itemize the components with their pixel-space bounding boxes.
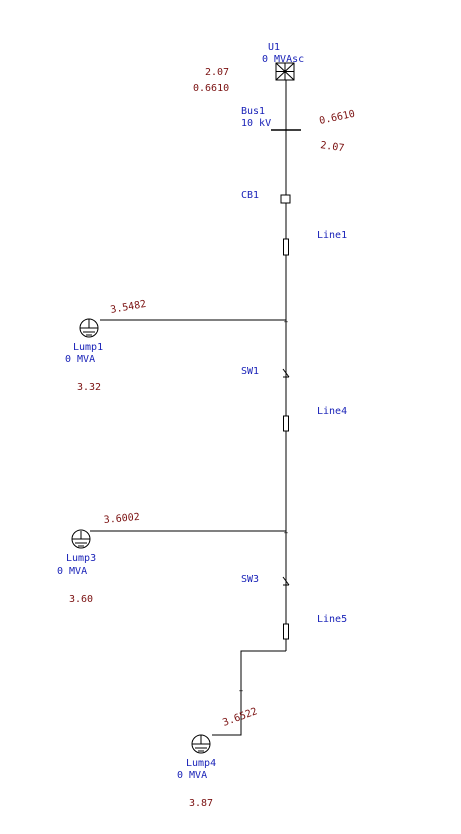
lump1-rating: 0 MVA: [65, 354, 95, 365]
switch-label-sw3: SW3: [241, 574, 259, 585]
lump3-rating: 0 MVA: [57, 566, 87, 577]
bus-value-2: 2.07: [320, 140, 345, 154]
lump4-feeder-wire: [212, 650, 286, 736]
source-value-top: 2.07: [205, 67, 229, 78]
lump4-name: Lump4: [186, 758, 216, 769]
switch-label-sw1: SW1: [241, 366, 259, 377]
lump1-load-icon[interactable]: [79, 318, 99, 338]
line-label-line5: Line5: [317, 614, 347, 625]
junction-node-2: +: [284, 529, 288, 537]
sw3-switch-icon[interactable]: [282, 576, 290, 586]
bus-value-1: 0.6610: [318, 109, 356, 127]
bus-voltage: 10 kV: [241, 118, 271, 129]
lump3-value: 3.60: [69, 594, 93, 605]
line5-impedance-icon[interactable]: [283, 623, 289, 640]
line-label-line4: Line4: [317, 406, 347, 417]
lump1-value: 3.32: [77, 382, 101, 393]
utility-source-icon[interactable]: [275, 62, 295, 81]
line4-impedance-icon[interactable]: [283, 415, 289, 432]
lump3-branch-value: 3.6002: [103, 512, 140, 526]
bus-name: Bus1: [241, 106, 265, 117]
line1-impedance-icon[interactable]: [283, 238, 289, 256]
lump4-load-icon[interactable]: [191, 734, 211, 754]
lump4-value: 3.87: [189, 798, 213, 809]
lump1-branch-value: 3.5482: [110, 299, 147, 316]
line-label-line1: Line1: [317, 230, 347, 241]
lump4-rating: 0 MVA: [177, 770, 207, 781]
lump1-name: Lump1: [73, 342, 103, 353]
source-rating: 0 MVAsc: [262, 54, 304, 65]
lump4-branch-value: 3.6522: [221, 706, 259, 729]
lump3-load-icon[interactable]: [71, 529, 91, 549]
circuit-breaker-icon[interactable]: [280, 194, 291, 204]
junction-node-3: +: [239, 687, 243, 695]
source-value-bottom: 0.6610: [193, 83, 229, 94]
junction-node-1: +: [284, 318, 288, 326]
source-name: U1: [268, 42, 280, 53]
lump3-name: Lump3: [66, 553, 96, 564]
sw1-switch-icon[interactable]: [282, 368, 290, 378]
breaker-label-cb1: CB1: [241, 190, 259, 201]
